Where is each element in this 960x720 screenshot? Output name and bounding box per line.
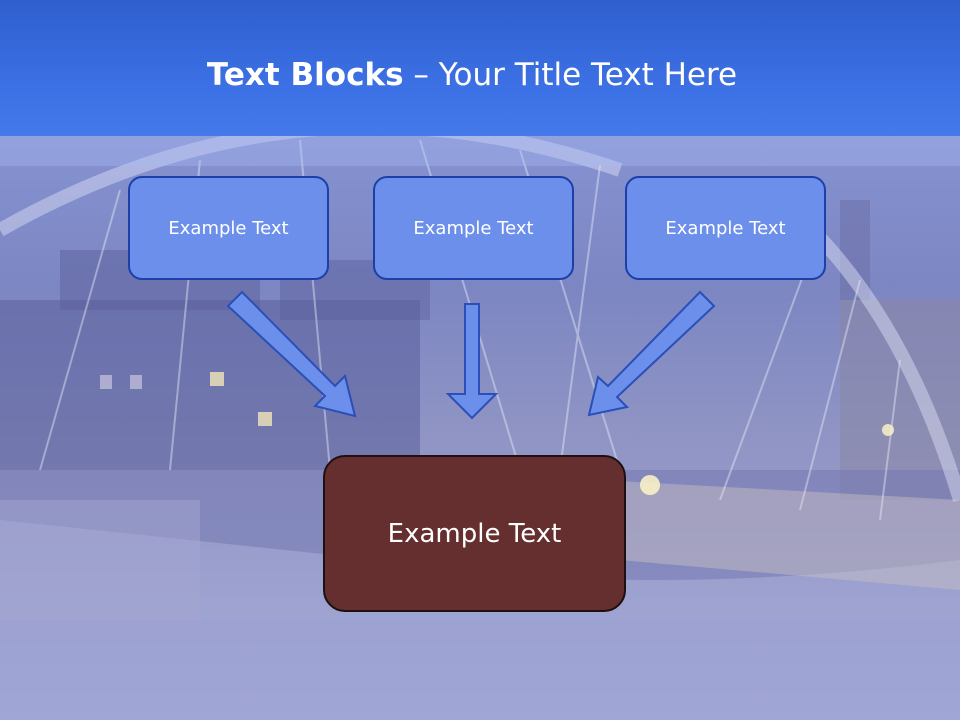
text-block-middle-label: Example Text (413, 217, 534, 239)
title-bar: Text Blocks – Your Title Text Here (0, 0, 960, 136)
slide-title: Text Blocks – Your Title Text Here (0, 50, 952, 100)
header-fade-band (0, 136, 960, 166)
title-rest-text: – Your Title Text Here (403, 57, 738, 93)
text-block-right[interactable]: Example Text (625, 176, 826, 280)
text-block-bottom[interactable]: Example Text (323, 455, 626, 612)
text-block-left[interactable]: Example Text (128, 176, 329, 280)
text-block-middle[interactable]: Example Text (373, 176, 574, 280)
text-block-bottom-label: Example Text (387, 518, 562, 549)
title-bold-text: Text Blocks (206, 57, 404, 93)
text-block-right-label: Example Text (665, 217, 786, 239)
text-block-left-label: Example Text (168, 217, 289, 239)
